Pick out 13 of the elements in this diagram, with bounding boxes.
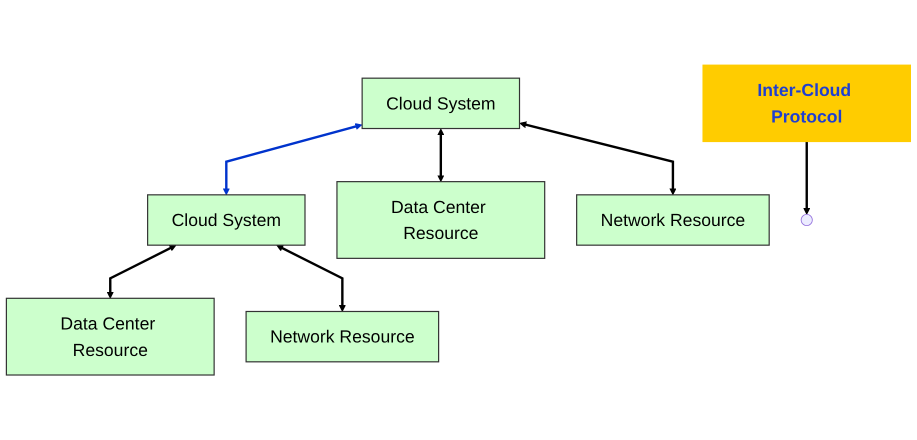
node-box: Network Resource: [576, 194, 770, 246]
arrow: [437, 128, 444, 182]
node-box: Cloud System: [147, 194, 306, 246]
arrow: [803, 142, 810, 215]
arrow: [520, 121, 676, 196]
node-box: Cloud System: [362, 78, 520, 130]
arrow: [276, 245, 346, 312]
node-box: Inter-Cloud Protocol: [702, 64, 911, 142]
arrow: [106, 245, 176, 299]
node-box: Data Center Resource: [336, 181, 546, 259]
node-box: Network Resource: [246, 310, 440, 362]
node-box: Data Center Resource: [6, 298, 215, 376]
arrow: [222, 123, 362, 196]
